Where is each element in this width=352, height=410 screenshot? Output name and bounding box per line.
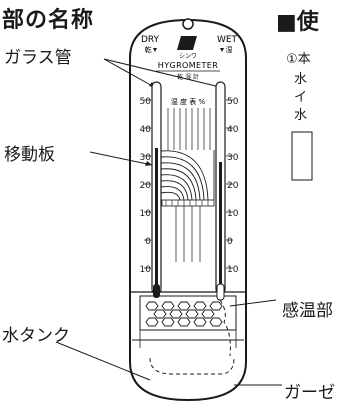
dry-label: DRY [141, 35, 160, 45]
right-char-2: イ [294, 90, 308, 105]
ventilation-grille [145, 301, 223, 327]
dry-tube [151, 81, 162, 295]
label-sensor: 感温部 [282, 301, 333, 321]
humidity-table [167, 108, 211, 150]
moving-plate-bar [161, 199, 215, 207]
dry-bulb [153, 284, 160, 298]
brand-text: シンワ [179, 53, 197, 60]
label-water-tank: 水タンク [2, 326, 70, 346]
label-moving-plate: 移動板 [4, 145, 55, 165]
scale-ticks [144, 99, 233, 269]
scale-left-1: 40 [140, 125, 152, 135]
wet-tube [215, 81, 226, 295]
scale-right-0: 50 [227, 97, 239, 107]
section-title: 部の名称 [2, 8, 95, 33]
wet-bulb [216, 283, 225, 301]
sub-model-text: 乾 湿 計 [177, 73, 199, 81]
wet-label: WET [217, 35, 238, 45]
scale-right-5: 0 [227, 237, 233, 247]
right-section-title: ■使 [276, 10, 319, 35]
label-glass-tube: ガラス管 [4, 48, 72, 68]
gauze [149, 299, 235, 375]
moving-plate [160, 150, 215, 201]
wet-kanji: 湿 [226, 45, 233, 54]
hanging-hole [182, 18, 194, 30]
scale-right-4: 10 [227, 209, 239, 219]
right-panel-box [291, 131, 313, 181]
scale-left-0: 50 [140, 97, 152, 107]
right-char-3: 水 [294, 108, 308, 123]
model-text: HYGROMETER [158, 61, 218, 70]
scale-left-5: 0 [145, 237, 151, 247]
dry-arrow-icon [153, 48, 157, 52]
humidity-table-title: 湿 度 表 % [171, 97, 206, 106]
scale-right-1: 40 [227, 125, 239, 135]
scale-left-2: 30 [140, 153, 152, 163]
label-gauze: ガーゼ [284, 383, 335, 403]
right-step-text: ①本 [286, 52, 311, 67]
scale-left-4: 10 [140, 209, 152, 219]
dry-kanji: 乾 [145, 45, 152, 54]
right-char-1: 水 [294, 72, 308, 87]
brand-logo-icon [177, 36, 197, 50]
scale-right-2: 30 [227, 153, 239, 163]
scale-left-6: 10 [140, 265, 152, 275]
wet-arrow-icon [220, 48, 224, 52]
scale-left-3: 20 [140, 181, 152, 191]
scale-right-6: 10 [227, 265, 239, 275]
scale-right-3: 20 [227, 181, 239, 191]
